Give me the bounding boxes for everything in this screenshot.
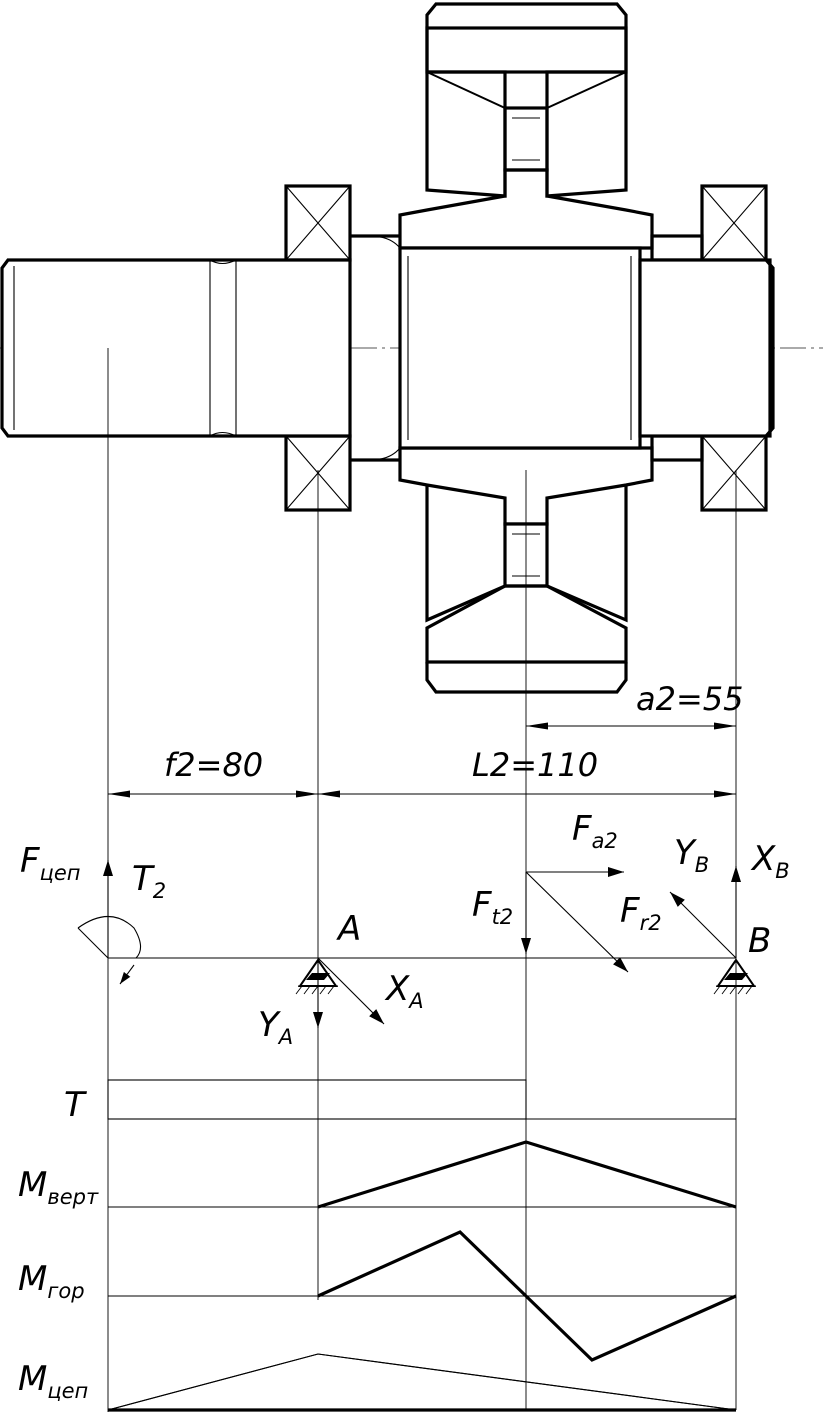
force-radial-label: Fr2 [620, 891, 662, 935]
moment-chain-label: Mцеп [18, 1359, 88, 1403]
force-axial-label: Fa2 [572, 809, 618, 853]
bearing-b [700, 184, 768, 512]
support-b-symbol [713, 958, 756, 995]
load-scheme: Fцеп T2 A YA XA Fa2 Ft2 Fr2 B YB XB [20, 809, 790, 1049]
support-b-label: B [748, 921, 771, 961]
shaft-assembly [0, 2, 823, 694]
gear-upper-half [398, 2, 654, 250]
extension-lines [107, 348, 737, 1412]
force-radial-arrow [525, 871, 629, 973]
force-chain-label: Fцеп [20, 841, 81, 885]
torque-label: T2 [132, 859, 166, 903]
moment-horizontal-label: Mгор [18, 1259, 85, 1303]
torque-diagram: T [64, 1079, 736, 1125]
dimension-a2-label: a2=55 [636, 680, 744, 718]
force-tangential-label: Ft2 [472, 885, 513, 929]
torque-arc [77, 916, 142, 959]
reaction-xa-label: XA [384, 969, 424, 1013]
reaction-yb-arrow [669, 891, 737, 959]
reaction-xb-label: XB [750, 839, 790, 883]
reaction-yb-label: YB [674, 833, 709, 877]
torque-diagram-label: T [64, 1085, 87, 1125]
support-a-label: A [336, 909, 361, 949]
dimension-l2-label: L2=110 [472, 746, 598, 784]
moment-vertical-label: Mверт [18, 1165, 99, 1209]
reaction-ya-label: YA [258, 1005, 293, 1049]
reaction-xa-arrow [317, 957, 385, 1025]
moment-vertical-diagram: Mверт [18, 1140, 737, 1209]
dimensions: a2=55 f2=80 L2=110 [108, 680, 744, 798]
support-a-symbol [295, 958, 338, 995]
moment-chain-diagram: Mцеп [18, 1353, 737, 1412]
dimension-f2-label: f2=80 [164, 746, 263, 784]
moment-horizontal-diagram: Mгор [18, 1230, 737, 1362]
torque-arrow [119, 964, 135, 985]
